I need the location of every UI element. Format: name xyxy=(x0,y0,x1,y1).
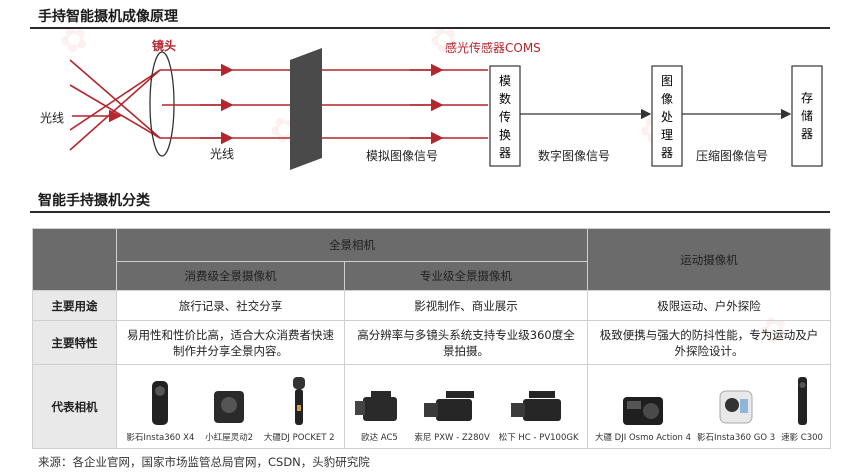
storage-box xyxy=(791,65,823,167)
usage-consumer: 旅行记录、社交分享 xyxy=(116,290,345,321)
camera-insta360-x4-image xyxy=(152,380,169,425)
camera-suying-c300-image xyxy=(798,376,808,425)
camera-panasonic-pv100gk-image xyxy=(510,390,561,421)
isp-char: 器 xyxy=(661,146,673,160)
adc-char: 模 xyxy=(499,74,511,88)
digital-signal-label: 数字图像信号 xyxy=(538,148,610,163)
isp-box xyxy=(651,65,683,167)
camera-caption: 欧达 AC5 xyxy=(361,432,398,443)
isp-char: 理 xyxy=(661,128,673,142)
table-corner xyxy=(32,228,117,291)
pro-subheader: 专业级全景摄像机 xyxy=(344,261,588,291)
storage-char: 器 xyxy=(801,127,813,141)
lens-shape xyxy=(149,51,175,157)
features-consumer: 易用性和性价比高，适合大众消费者快速制作并分享全景内容。 xyxy=(116,320,345,365)
features-pro: 高分辨率与多镜头系统支持专业级360度全景拍摄。 xyxy=(344,320,588,365)
adc-char: 器 xyxy=(499,146,511,160)
classification-table: 全景相机 运动摄像机 消费级全景摄像机 专业级全景摄像机 主要用途 旅行记录、社… xyxy=(32,228,831,449)
camera-caption: 小红屋灵动2 xyxy=(205,432,254,443)
table-row: 主要特性 易用性和性价比高，适合大众消费者快速制作并分享全景内容。 高分辨率与多… xyxy=(32,320,831,365)
camera-caption: 影石Insta360 GO 3 xyxy=(696,432,776,443)
camera-sony-z280v-image xyxy=(424,390,475,421)
camera-item: 松下 HC - PV100GK xyxy=(499,387,579,446)
camera-caption: 松下 HC - PV100GK xyxy=(498,432,579,443)
imaging-diagram: 光线 镜头 光线 模拟图像信号 感光传感器COMS 模 数 传 换 器 数字图像… xyxy=(40,38,823,170)
sensor-label: 感光传感器COMS xyxy=(445,40,541,55)
consumer-subheader: 消费级全景摄像机 xyxy=(116,261,345,291)
camera-caption: 大疆 DJI Osmo Action 4 xyxy=(594,432,691,443)
section-rule xyxy=(30,27,830,29)
camera-xiaohongwu-image xyxy=(214,390,245,423)
features-label: 主要特性 xyxy=(32,320,117,365)
camera-item: 大疆 DJI Osmo Action 4 xyxy=(595,393,691,446)
camera-item: 大疆DJ POCKET 2 xyxy=(264,375,335,446)
principle-title: 手持智能摄机成像原理 xyxy=(38,9,178,25)
isp-char: 像 xyxy=(661,92,673,106)
camera-dji-pocket2-image xyxy=(293,376,306,425)
lens-label: 镜头 xyxy=(152,38,176,53)
action-header: 运动摄像机 xyxy=(587,228,831,291)
camera-insta360-go3-image xyxy=(719,390,753,423)
cameras-label: 代表相机 xyxy=(32,364,117,449)
camera-dji-action4-image xyxy=(622,396,663,425)
camera-caption: 影石Insta360 X4 xyxy=(126,432,195,443)
action-cameras: 大疆 DJI Osmo Action 4 影石Insta360 GO 3 速影 … xyxy=(587,364,831,449)
camera-caption: 大疆DJ POCKET 2 xyxy=(263,432,335,443)
source-note: 来源：各企业官网，国家市场监管总局官网，CSDN，头豹研究院 xyxy=(38,455,370,469)
usage-label: 主要用途 xyxy=(32,290,117,321)
incoming-rays xyxy=(69,59,161,151)
usage-action: 极限运动、户外探险 xyxy=(587,290,831,321)
storage-char: 存 xyxy=(801,91,813,105)
adc-char: 传 xyxy=(499,109,511,124)
table-row: 全景相机 运动摄像机 xyxy=(32,228,831,291)
adc-char: 换 xyxy=(499,128,511,142)
classification-title: 智能手持摄机分类 xyxy=(38,193,150,209)
light-label-bottom: 光线 xyxy=(210,147,234,161)
features-action: 极致便携与强大的防抖性能，专为运动及户外探险设计。 xyxy=(587,320,831,365)
isp-char: 图 xyxy=(661,74,673,88)
camera-item: 索尼 PXW - Z280V xyxy=(414,387,490,446)
adc-box xyxy=(489,65,521,167)
isp-char: 处 xyxy=(661,110,673,124)
parallel-rays xyxy=(160,63,488,145)
camera-item: 小红屋灵动2 xyxy=(205,387,253,446)
compressed-signal-label: 压缩图像信号 xyxy=(696,148,768,163)
table-row: 主要用途 旅行记录、社交分享 影视制作、商业展示 极限运动、户外探险 xyxy=(32,290,831,321)
usage-pro: 影视制作、商业展示 xyxy=(344,290,588,321)
storage-char: 储 xyxy=(801,108,813,123)
sensor-filter xyxy=(290,48,322,170)
camera-item: 影石Insta360 X4 xyxy=(126,379,194,446)
section-rule xyxy=(30,211,830,213)
panoramic-header: 全景相机 xyxy=(116,228,588,262)
camera-item: 速影 C300 xyxy=(781,375,823,446)
camera-oda-ac5-image xyxy=(355,390,398,421)
camera-item: 欧达 AC5 xyxy=(353,387,405,446)
table-row: 代表相机 影石Insta360 X4 小红屋灵动2 大疆DJ POCKET 2 xyxy=(32,364,831,449)
consumer-cameras: 影石Insta360 X4 小红屋灵动2 大疆DJ POCKET 2 xyxy=(116,364,345,449)
adc-char: 数 xyxy=(499,91,511,106)
analog-signal-label: 模拟图像信号 xyxy=(366,149,438,163)
camera-caption: 速影 C300 xyxy=(781,432,823,443)
pro-cameras: 欧达 AC5 索尼 PXW - Z280V 松下 HC - PV100GK xyxy=(344,364,588,449)
light-label-left: 光线 xyxy=(40,111,64,125)
camera-caption: 索尼 PXW - Z280V xyxy=(414,432,490,443)
camera-item: 影石Insta360 GO 3 xyxy=(697,387,775,446)
